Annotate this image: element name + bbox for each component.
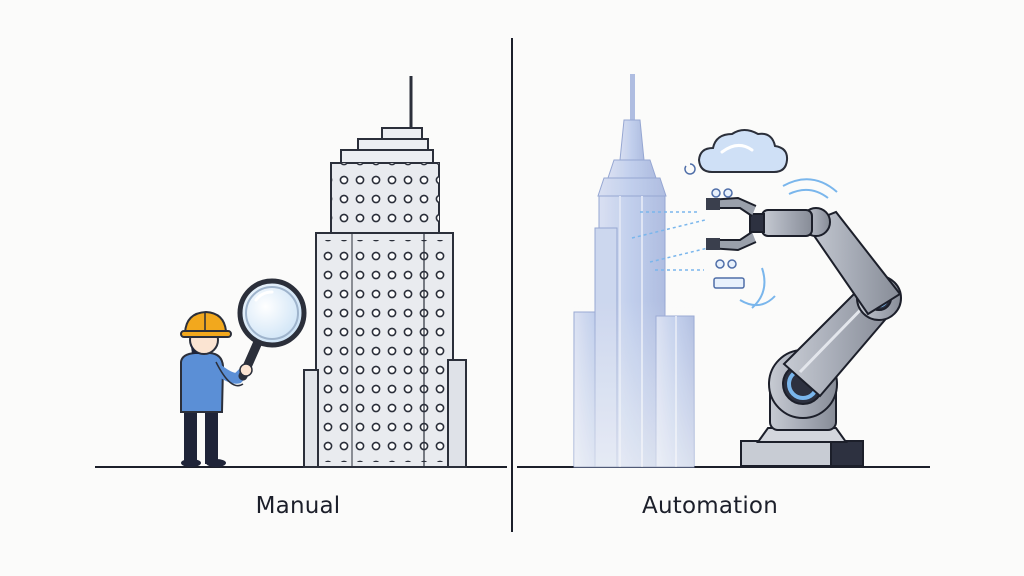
signal-waves [739,178,838,309]
label-manual: Manual [255,493,341,519]
label-automation: Automation [642,493,778,519]
automated-building [573,74,695,468]
magnifying-glass-icon [237,278,307,381]
cloud-icon [697,129,789,173]
scan-signals [631,211,709,271]
refresh-icon [684,163,696,175]
data-chips [711,188,745,289]
manual-building [303,76,467,468]
robotic-arm [706,196,902,467]
inspector-worker [180,310,252,467]
